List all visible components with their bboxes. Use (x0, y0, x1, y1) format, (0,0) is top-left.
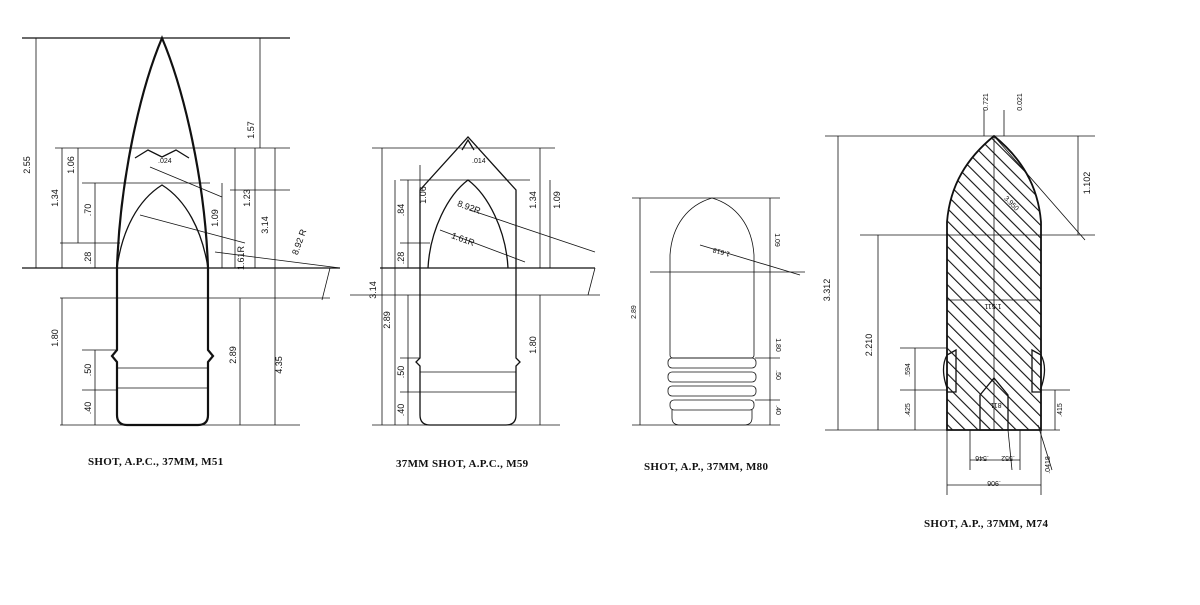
m74-dimension-labels: 0.721 0.021 1.102 3.312 2.210 3.950 1.51… (822, 93, 1092, 486)
m59-dim-892r: 8.92R (456, 198, 482, 216)
m59-dim-40: .40 (396, 404, 406, 417)
m80-dim-1618: 1.618 (712, 246, 731, 257)
m51-dim-289: 2.89 (228, 346, 238, 364)
m51-dim-024: .024 (158, 158, 172, 165)
m51-dim-180: 1.80 (50, 329, 60, 347)
m59-dim-014: .014 (472, 158, 486, 165)
m74-dim-0021: 0.021 (1017, 93, 1024, 111)
m51-dim-435: 4.35 (274, 356, 284, 374)
m51-dim-28: .28 (83, 252, 93, 265)
m51-caption: SHOT, A.P.C., 37MM, M51 (88, 456, 224, 468)
m80-dimension-labels: 1.618 1.09 2.89 1.80 .50 .40 (631, 233, 781, 415)
m74-dim-0418: .0418 (1045, 456, 1052, 474)
m59-dim-84: .84 (396, 204, 406, 217)
m80-dim-180: 1.80 (774, 338, 781, 352)
drawing-m51: 2.55 1.34 1.06 .70 .28 .024 1.57 1.23 1.… (22, 35, 341, 468)
m74-dimension-lines (837, 135, 1086, 486)
m80-dimension-lines (639, 198, 801, 425)
m59-dim-180: 1.80 (528, 336, 538, 354)
m80-extension-lines (632, 197, 805, 426)
m51-dim-161r: 1.61R (236, 245, 246, 270)
m51-dim-157: 1.57 (246, 121, 256, 139)
m51-dim-255: 2.55 (22, 156, 32, 174)
m80-dim-50: .50 (774, 370, 781, 380)
m74-dim-0721: 0.721 (983, 93, 990, 111)
m59-dim-289: 2.89 (382, 311, 392, 329)
m74-dim-425: .425 (905, 403, 912, 417)
m51-extension-lines (22, 37, 340, 426)
m74-dim-1102: 1.102 (1082, 172, 1092, 195)
m51-dim-40: .40 (83, 402, 93, 415)
m80-dim-109: 1.09 (773, 233, 780, 247)
m80-dim-40: .40 (774, 405, 781, 415)
m74-dim-415: .415 (1057, 403, 1064, 417)
m59-dim-161r: 1.61R (450, 230, 476, 248)
m74-dim-811: .811 (990, 401, 1003, 408)
m59-dim-314: 3.14 (368, 281, 378, 299)
m74-dim-3312: 3.312 (822, 279, 832, 302)
m51-dim-314: 3.14 (260, 216, 270, 234)
m59-dimension-labels: 3.14 2.89 1.06 .84 .28 .014 8.92R 1.61R … (368, 158, 562, 416)
m74-extension-lines (825, 110, 1095, 495)
m74-dim-2210: 2.210 (864, 334, 874, 357)
m51-dimension-lines (35, 38, 341, 425)
drawing-m74: 0.721 0.021 1.102 3.312 2.210 3.950 1.51… (822, 93, 1095, 530)
m74-outline (942, 134, 1046, 431)
m51-dim-70: .70 (83, 204, 93, 217)
m59-caption: 37MM SHOT, A.P.C., M59 (396, 458, 529, 470)
m59-dim-28: .28 (396, 252, 406, 265)
m51-dim-106: 1.06 (66, 156, 76, 174)
m80-caption: SHOT, A.P., 37MM, M80 (644, 461, 768, 473)
m74-caption: SHOT, A.P., 37MM, M74 (924, 518, 1048, 530)
m80-dim-289: 2.89 (631, 305, 638, 319)
drawing-m59: 3.14 2.89 1.06 .84 .28 .014 8.92R 1.61R … (350, 136, 600, 470)
m51-dim-109: 1.09 (210, 209, 220, 227)
m74-dim-1511: 1.511 (984, 302, 1001, 309)
m74-dim-594: .594 (905, 363, 912, 377)
drawing-m80: 1.618 1.09 2.89 1.80 .50 .40 SHOT, A.P.,… (631, 197, 805, 473)
m74-dim-906: .906 (987, 479, 1001, 486)
m51-dim-134: 1.34 (50, 189, 60, 207)
m51-outline (110, 35, 215, 427)
m59-extension-lines (350, 147, 600, 426)
m59-dim-109: 1.09 (552, 191, 562, 209)
m74-dim-546: .546 (975, 454, 989, 461)
m59-dim-106: 1.06 (418, 186, 428, 204)
m59-dimension-lines (381, 148, 596, 425)
m59-dim-50: .50 (396, 366, 406, 379)
m51-dim-50: .50 (83, 364, 93, 377)
m51-dim-892r: 8.92 R (290, 227, 309, 256)
m51-dim-123: 1.23 (242, 189, 252, 207)
m80-outline (667, 197, 757, 426)
m74-dim-552: .552 (1001, 454, 1015, 461)
m59-dim-134: 1.34 (528, 191, 538, 209)
